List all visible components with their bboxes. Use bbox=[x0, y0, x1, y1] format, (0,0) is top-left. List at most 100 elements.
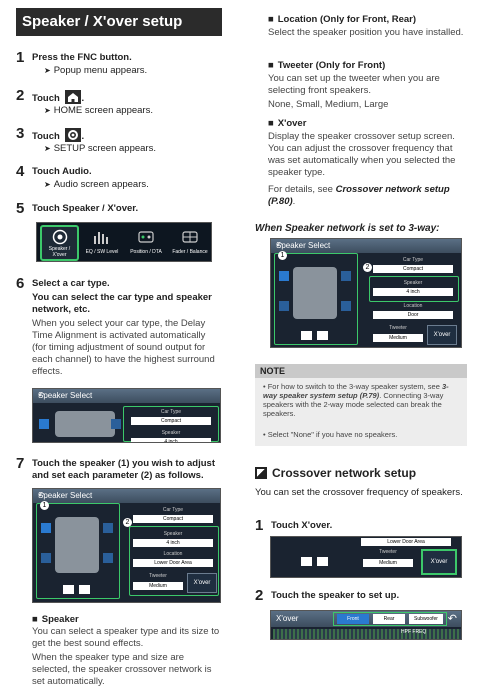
callout-2: 2 bbox=[363, 263, 372, 272]
tab-rear[interactable]: Rear bbox=[373, 614, 405, 624]
step-number: 5 bbox=[16, 200, 25, 217]
xover-screen: X'over Front Rear Subwoofer ↶ HPF FREQ bbox=[270, 610, 462, 640]
screen-header: Speaker Select↶ bbox=[33, 489, 220, 503]
step-number: 7 bbox=[16, 455, 25, 472]
frequency-graph bbox=[273, 629, 461, 639]
speaker-position-front-right[interactable] bbox=[103, 523, 113, 533]
note-bullet-2: • Select "None" if you have no speakers. bbox=[263, 430, 398, 439]
step-result-text: Popup menu appears. bbox=[53, 65, 148, 76]
subwoofer-left-button[interactable] bbox=[301, 331, 312, 340]
hpf-frequency-label: HPF FREQ bbox=[401, 629, 427, 635]
speaker-position-rear-left[interactable] bbox=[279, 301, 289, 311]
home-icon[interactable] bbox=[65, 90, 82, 104]
speaker-position-rear-right[interactable] bbox=[103, 553, 113, 563]
tweeter-select[interactable]: Medium bbox=[133, 582, 183, 590]
crossover-title-text: Crossover network setup bbox=[272, 466, 417, 480]
tab-subwoofer[interactable]: Subwoofer bbox=[409, 614, 443, 624]
back-icon[interactable]: ↶ bbox=[276, 241, 283, 250]
step-text: Touch X'over. bbox=[271, 520, 333, 531]
speaker-select[interactable]: 4 inch bbox=[131, 438, 211, 442]
xover-button[interactable]: X'over bbox=[421, 549, 457, 575]
speaker-position-front-right[interactable] bbox=[111, 419, 121, 429]
speaker-position-front-right[interactable] bbox=[341, 271, 351, 281]
audio-menu-item-position[interactable]: Position / DTA bbox=[125, 227, 167, 261]
xover-button[interactable]: X'over bbox=[187, 573, 217, 593]
xover-button[interactable]: X'over bbox=[427, 325, 457, 345]
subwoofer-left-button[interactable] bbox=[63, 585, 74, 594]
speaker-position-rear-right[interactable] bbox=[341, 301, 351, 311]
page-title-bar: Speaker / X'over setup bbox=[16, 8, 222, 36]
audio-menu-item-speaker-xover[interactable]: Speaker / X'over bbox=[40, 225, 79, 261]
car-type-select[interactable]: Compact bbox=[133, 515, 213, 523]
step-text: Touch Audio. bbox=[32, 166, 92, 177]
car-diagram bbox=[55, 517, 99, 573]
location-label: Location bbox=[403, 303, 423, 309]
step-result: ➤HOME screen appears. bbox=[44, 105, 153, 116]
location-select[interactable]: Door bbox=[373, 311, 453, 319]
tweeter-label: Tweeter bbox=[379, 549, 397, 555]
back-icon[interactable]: ↶ bbox=[38, 391, 45, 400]
crossover-intro: You can set the crossover frequency of s… bbox=[255, 487, 463, 498]
step-text: Press the FNC button. bbox=[32, 52, 132, 63]
gear-icon[interactable] bbox=[65, 128, 82, 142]
callout-1: 1 bbox=[278, 251, 287, 260]
car-type-select[interactable]: Compact bbox=[131, 417, 211, 425]
car-type-label: Car Type bbox=[160, 409, 182, 415]
tweeter-select[interactable]: Medium bbox=[363, 559, 413, 567]
step-text: Touch Speaker / X'over. bbox=[32, 203, 139, 214]
speaker-select[interactable]: 4 inch bbox=[373, 288, 453, 296]
car-type-label: Car Type bbox=[162, 507, 184, 513]
car-diagram bbox=[293, 267, 337, 319]
xover-access-screen: Lower Door Area Tweeter Medium X'over bbox=[270, 536, 462, 578]
tweeter-options: None, Small, Medium, Large bbox=[268, 99, 389, 110]
xover-details: For details, see Crossover network setup… bbox=[268, 184, 450, 207]
back-icon[interactable]: ↶ bbox=[447, 613, 457, 625]
note-bullet-1-text: For how to switch to the 3-way speaker s… bbox=[267, 382, 440, 391]
subwoofer-right-button[interactable] bbox=[79, 585, 90, 594]
step-text: Touch the speaker to set up. bbox=[271, 590, 400, 601]
parameter-highlight bbox=[369, 276, 459, 302]
car-type-select[interactable]: Compact bbox=[373, 265, 453, 273]
step-text: Touch . bbox=[32, 90, 84, 104]
note-ref-link[interactable]: 3-way speaker system setup (P.79) bbox=[263, 382, 449, 400]
audio-menu-item-eq[interactable]: EQ / SW Level bbox=[81, 227, 123, 261]
speaker-select-screen-params: Speaker Select↶ 1 2 Car Type Compact Spe… bbox=[32, 488, 221, 603]
subwoofer-right-button[interactable] bbox=[317, 331, 328, 340]
audio-menu-screen: Speaker / X'over EQ / SW Level Position … bbox=[36, 222, 212, 262]
speaker-position-front-left[interactable] bbox=[279, 271, 289, 281]
arrow-icon: ➤ bbox=[44, 66, 51, 75]
equalizer-icon bbox=[94, 232, 108, 244]
tweeter-label: Tweeter bbox=[389, 325, 407, 331]
step6-subtitle: You can select the car type and speaker … bbox=[32, 292, 212, 315]
speaker-selection-highlight bbox=[274, 253, 358, 345]
xover-details-text: For details, see bbox=[268, 184, 333, 195]
subwoofer-right-button[interactable] bbox=[317, 557, 328, 566]
audio-menu-item-fader[interactable]: Fader / Balance bbox=[169, 227, 211, 261]
subwoofer-left-button[interactable] bbox=[301, 557, 312, 566]
speaker-label: Speaker bbox=[403, 280, 423, 286]
step-number: 1 bbox=[16, 49, 25, 66]
speaker-heading: Speaker bbox=[32, 614, 79, 625]
tweeter-select[interactable]: Medium bbox=[373, 334, 423, 342]
step6-body: When you select your car type, the Delay… bbox=[32, 318, 215, 377]
speaker-label: Speaker bbox=[163, 531, 183, 537]
back-icon[interactable]: ↶ bbox=[38, 491, 45, 500]
step-result: ➤Popup menu appears. bbox=[44, 65, 147, 76]
step-number: 4 bbox=[16, 163, 25, 180]
xover-body: Display the speaker crossover setup scre… bbox=[268, 131, 456, 178]
speaker-select-screen-3way: Speaker Select↶ 1 2 Car Type Compact Spe… bbox=[270, 238, 462, 348]
location-select[interactable]: Lower Door Area bbox=[133, 559, 213, 567]
audio-menu-label: Fader / Balance bbox=[172, 249, 208, 255]
step-text: Select a car type. bbox=[32, 278, 110, 289]
speaker-position-rear-left[interactable] bbox=[41, 553, 51, 563]
step-number: 3 bbox=[16, 125, 25, 142]
xover-ref-link[interactable]: Crossover network setup (P.80) bbox=[268, 184, 450, 207]
speaker-select[interactable]: 4 inch bbox=[133, 539, 213, 547]
speaker-position-front-left[interactable] bbox=[41, 523, 51, 533]
tab-front[interactable]: Front bbox=[337, 614, 369, 624]
arrow-icon: ➤ bbox=[44, 144, 51, 153]
location-heading: Location (Only for Front, Rear) bbox=[268, 14, 416, 25]
speaker-position-front-left[interactable] bbox=[39, 419, 49, 429]
screen-title: X'over bbox=[276, 614, 299, 623]
location-select[interactable]: Lower Door Area bbox=[361, 538, 451, 546]
